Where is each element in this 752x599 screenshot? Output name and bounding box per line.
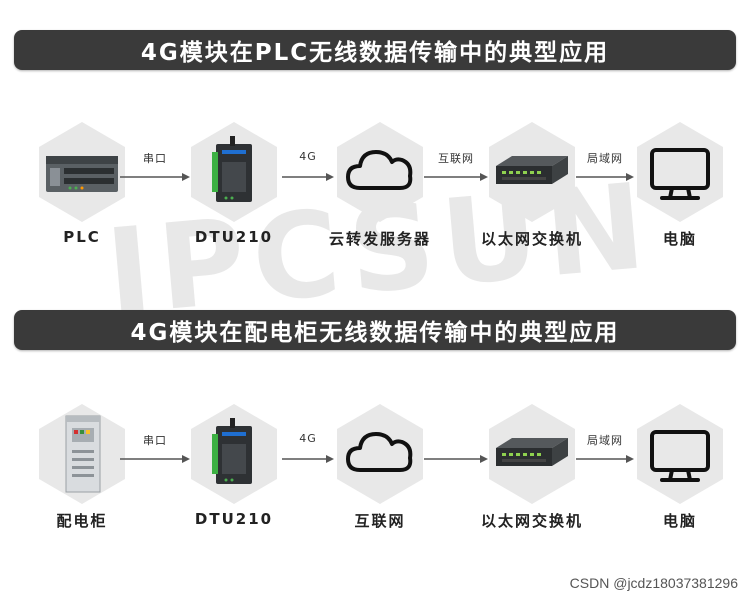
section-1-flow: PLC 串口 DTU210 4G 云转发服务器 互联网 <box>0 122 752 272</box>
node-label: DTU210 <box>194 510 274 528</box>
link-label: 局域网 <box>587 434 623 447</box>
link-label: 4G <box>299 432 317 445</box>
link-lan: 局域网 <box>576 152 634 182</box>
link-serial: 串口 <box>120 434 190 464</box>
monitor-icon <box>650 148 710 200</box>
section-2-title: 4G模块在配电柜无线数据传输中的典型应用 <box>14 310 736 350</box>
link-label: 互联网 <box>438 152 474 165</box>
link-4g: 4G <box>282 432 334 464</box>
dtu-icon <box>212 418 252 484</box>
link-label: 4G <box>299 150 317 163</box>
link-serial: 串口 <box>120 152 190 182</box>
node-label: 以太网交换机 <box>480 230 583 248</box>
node-label: 电脑 <box>662 512 697 530</box>
cloud-icon <box>346 150 413 190</box>
link-label: 局域网 <box>587 152 623 165</box>
link-4g: 4G <box>282 150 334 182</box>
section-1-title: 4G模块在PLC无线数据传输中的典型应用 <box>14 30 736 70</box>
node-label: 以太网交换机 <box>480 512 583 530</box>
cloud-icon <box>346 432 413 472</box>
section-2-flow: 配电柜 串口 DTU210 4G 互联网 <box>0 404 752 554</box>
dtu-icon <box>212 136 252 202</box>
link-internet-switch <box>424 434 488 464</box>
node-label: 配电柜 <box>56 512 108 530</box>
link-internet: 互联网 <box>424 152 488 182</box>
node-label: 互联网 <box>354 512 406 530</box>
node-label: PLC <box>63 228 101 246</box>
cabinet-icon <box>65 415 101 493</box>
node-label: 电脑 <box>662 230 697 248</box>
switch-icon <box>496 156 568 184</box>
link-label: 串口 <box>143 434 167 447</box>
monitor-icon <box>650 430 710 482</box>
link-lan: 局域网 <box>576 434 634 464</box>
node-label: 云转发服务器 <box>328 230 431 248</box>
plc-icon <box>46 156 118 192</box>
node-label: DTU210 <box>194 228 274 246</box>
switch-icon <box>496 438 568 466</box>
link-label: 串口 <box>143 152 167 165</box>
footer-credit: CSDN @jcdz18037381296 <box>569 575 738 591</box>
